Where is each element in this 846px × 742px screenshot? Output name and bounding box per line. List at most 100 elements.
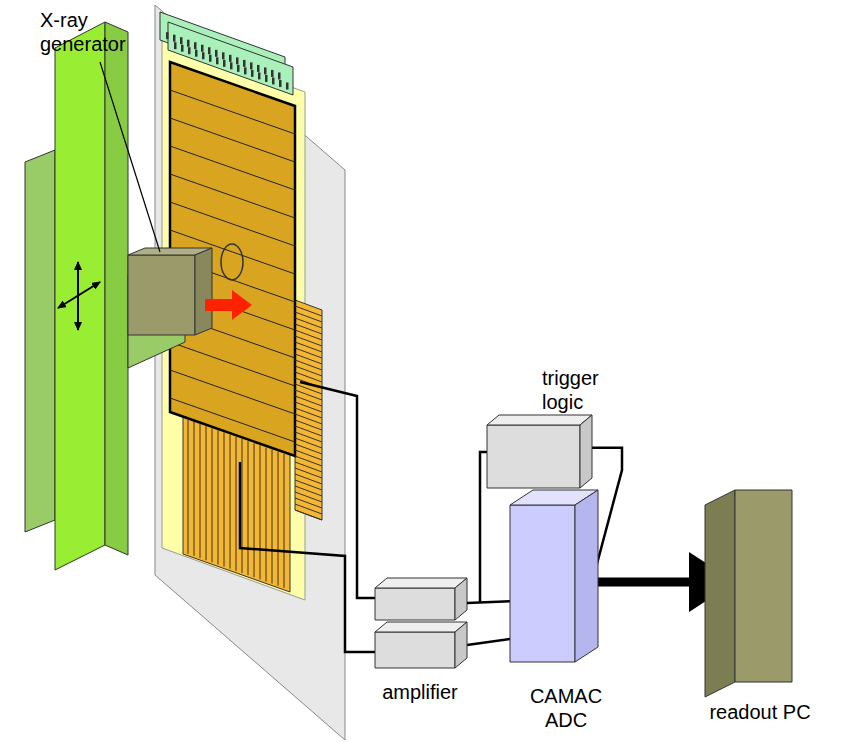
strip-line (295, 348, 322, 358)
board-connector-pin (181, 45, 184, 52)
box-face (510, 490, 598, 505)
strip-line (295, 408, 322, 418)
board-connector-pin (278, 72, 281, 79)
board-connector-pin (279, 80, 282, 87)
strip-line (170, 342, 295, 386)
strip-line (170, 174, 295, 218)
signal-cable (300, 382, 375, 598)
box-outline (375, 622, 467, 668)
strip-line (295, 432, 322, 442)
box-face (580, 415, 592, 488)
board-connector-pin (257, 65, 260, 72)
box-outline (705, 490, 792, 697)
strip-line (170, 398, 295, 442)
strip-line (212, 428, 213, 562)
strip-line (295, 366, 322, 376)
strip-line (260, 445, 261, 579)
strip-line (278, 452, 279, 586)
strip-line (295, 468, 322, 478)
strip-line (295, 390, 322, 400)
board-connector-pin (174, 42, 177, 49)
strip-line (236, 437, 237, 571)
board-connector-pin (216, 57, 219, 64)
signal-cable (240, 462, 375, 652)
camac-adc-crate: CAMAC ADC (510, 490, 598, 662)
board-connector-pin (272, 77, 275, 84)
strip-line (218, 430, 219, 564)
strip-line (188, 420, 189, 554)
strip-line (170, 90, 295, 134)
stage-back (25, 150, 55, 532)
board-connector-pin (187, 40, 190, 47)
strip-line (295, 474, 322, 484)
strip-line (170, 370, 295, 414)
box-face (375, 632, 455, 668)
strip-line (248, 441, 249, 575)
board-connector-pin (251, 70, 254, 77)
readout-pc: readout PC (705, 490, 792, 697)
box-face (735, 490, 792, 682)
xray-generator-side (195, 248, 212, 335)
trigger-logic-box: trigger logic (487, 415, 592, 488)
strip-line (295, 414, 322, 424)
strip-line (295, 420, 322, 430)
signal-wire (467, 598, 588, 603)
strip-line (295, 480, 322, 490)
board-connector-pin (243, 60, 246, 67)
box-label: amplifier (365, 680, 475, 704)
box-face (375, 622, 467, 632)
strip-line (295, 354, 322, 364)
board-connector-pin (223, 60, 226, 67)
strip-line (295, 312, 322, 322)
board-connector-pin (229, 55, 232, 62)
strip-line (295, 456, 322, 466)
board-connector-pin (222, 52, 225, 59)
strip-line (295, 318, 322, 328)
box-outline (510, 490, 598, 662)
box-face (455, 622, 467, 668)
strip-line (242, 439, 243, 573)
board-connector-pin (195, 50, 198, 57)
strip-line (295, 330, 322, 340)
box-face (487, 425, 580, 488)
strip-line (224, 433, 225, 567)
beam-spot (221, 244, 243, 280)
strip-line (295, 510, 322, 520)
support-plate (155, 5, 345, 740)
board-connector-pin (201, 45, 204, 52)
strip-line (272, 450, 273, 584)
board-connector-pin (258, 72, 261, 79)
board-connector-pin (209, 55, 212, 62)
strip-line (295, 396, 322, 406)
box-face (487, 415, 592, 425)
strip-line (295, 360, 322, 370)
board-connector-pin (202, 52, 205, 59)
strip-line (266, 447, 267, 581)
amplifier-box: amplifier (375, 622, 467, 668)
box-face (575, 490, 598, 662)
board-connector-pin (194, 42, 197, 49)
amplifier-box-side (455, 578, 467, 620)
board-connector-pin (180, 37, 183, 44)
trigger-wire (480, 452, 487, 603)
board-connector-pin (173, 35, 176, 42)
xray-generator-front (128, 255, 195, 335)
strip-line (170, 202, 295, 246)
board-connector-pin (244, 67, 247, 74)
strip-line (295, 306, 322, 316)
strip-line (170, 146, 295, 190)
signal-connector (592, 448, 622, 582)
strip-line (295, 498, 322, 508)
strip-line (295, 336, 322, 346)
box-outline (487, 415, 592, 488)
board-connector-pin (215, 50, 218, 57)
strip-line (295, 342, 322, 352)
part-label: X-ray generator (40, 8, 152, 56)
strip-line (295, 462, 322, 472)
board-connector-pin (271, 70, 274, 77)
strip-line (170, 118, 295, 162)
xray-beam-arrow (205, 290, 252, 320)
strip-line (295, 372, 322, 382)
